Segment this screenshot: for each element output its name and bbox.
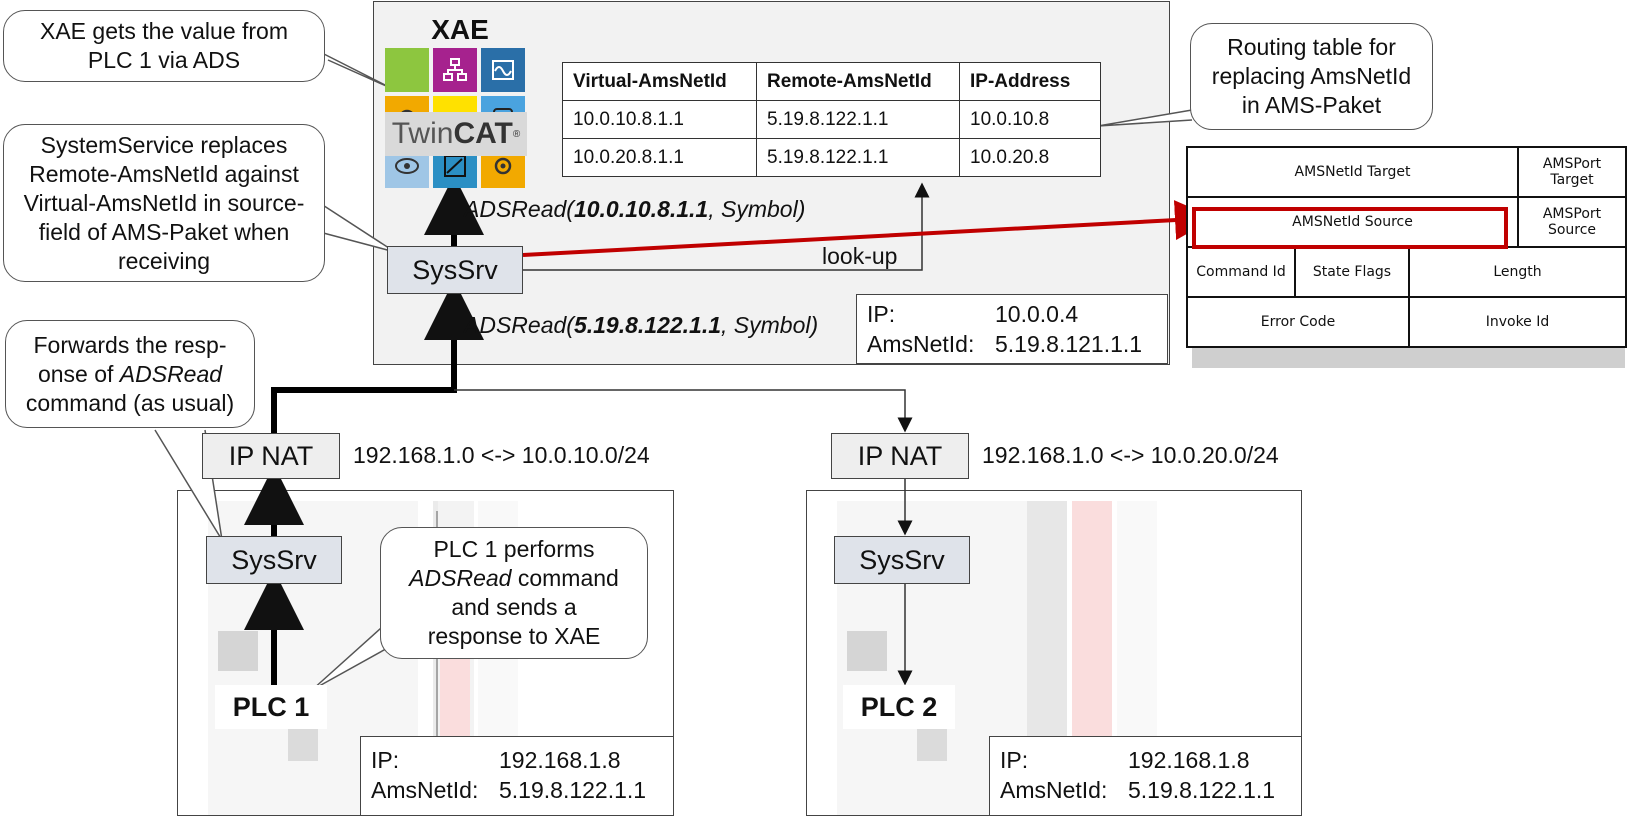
callout-xae-gets-value: XAE gets the value from PLC 1 via ADS: [3, 10, 325, 82]
plc1-label: PLC 1: [215, 685, 327, 729]
callout-system-service: SystemService replaces Remote-AmsNetId a…: [3, 124, 325, 282]
table-row: 10.0.10.8.1.1 5.19.8.122.1.1 10.0.10.8: [562, 100, 1101, 139]
adsread-top-label: ADSRead(10.0.10.8.1.1, Symbol): [464, 196, 806, 222]
xae-syssrv-box: SysSrv: [387, 246, 523, 294]
routing-table: Virtual-AmsNetId Remote-AmsNetId IP-Addr…: [562, 62, 1101, 177]
table-cell: 5.19.8.122.1.1: [756, 138, 960, 177]
routing-header: Virtual-AmsNetId: [562, 62, 757, 101]
nat-left-mapping: 192.168.1.0 <-> 10.0.10.0/24: [353, 442, 650, 468]
ams-port-target: AMSPort Target: [1517, 146, 1627, 198]
plc2-syssrv-box: SysSrv: [834, 536, 970, 584]
ams-state-flags: State Flags: [1294, 246, 1410, 298]
callout-forwards-response: Forwards the resp- onse of ADSRead comma…: [5, 320, 255, 428]
nat-right-mapping: 192.168.1.0 <-> 10.0.20.0/24: [982, 442, 1279, 468]
routing-header: Remote-AmsNetId: [756, 62, 960, 101]
network-icon: [433, 48, 477, 92]
ams-port-source: AMSPort Source: [1517, 196, 1627, 248]
branch-to-plc2-arrow: [454, 389, 913, 433]
table-cell: 5.19.8.122.1.1: [756, 100, 960, 139]
ip-nat-left: IP NAT: [202, 433, 340, 479]
logo-tile: [385, 48, 429, 92]
signal-icon: [481, 48, 525, 92]
table-cell: 10.0.10.8: [959, 100, 1101, 139]
plc2-address-info: IP:192.168.1.8 AmsNetId:5.19.8.122.1.1: [989, 736, 1302, 816]
ams-netid-target: AMSNetId Target: [1186, 146, 1519, 198]
callout-plc1-performs: PLC 1 performs ADSRead command and sends…: [380, 527, 648, 659]
lookup-label: look-up: [822, 243, 898, 269]
ip-nat-right: IP NAT: [831, 433, 969, 479]
adsread-bottom-label: ADSRead(5.19.8.122.1.1, Symbol): [464, 312, 819, 338]
table-cell: 10.0.20.8: [959, 138, 1101, 177]
ams-invoke-id: Invoke Id: [1408, 296, 1627, 348]
table-cell: 10.0.20.8.1.1: [562, 138, 757, 177]
callout-routing-table: Routing table for replacing AmsNetId in …: [1190, 23, 1433, 130]
xae-address-info: IP:10.0.0.4 AmsNetId:5.19.8.121.1.1: [856, 294, 1168, 364]
ams-command-id: Command Id: [1186, 246, 1296, 298]
xae-title: XAE: [431, 14, 489, 45]
ams-error-code: Error Code: [1186, 296, 1410, 348]
ams-length: Length: [1408, 246, 1627, 298]
table-cell: 10.0.10.8.1.1: [562, 100, 757, 139]
routing-header: IP-Address: [959, 62, 1101, 101]
plc2-label: PLC 2: [843, 685, 955, 729]
source-field-highlight: [1192, 207, 1508, 249]
plc1-syssrv-box: SysSrv: [206, 536, 342, 584]
plc1-address-info: IP:192.168.1.8 AmsNetId:5.19.8.122.1.1: [360, 736, 674, 816]
table-row: 10.0.20.8.1.1 5.19.8.122.1.1 10.0.20.8: [562, 138, 1101, 177]
